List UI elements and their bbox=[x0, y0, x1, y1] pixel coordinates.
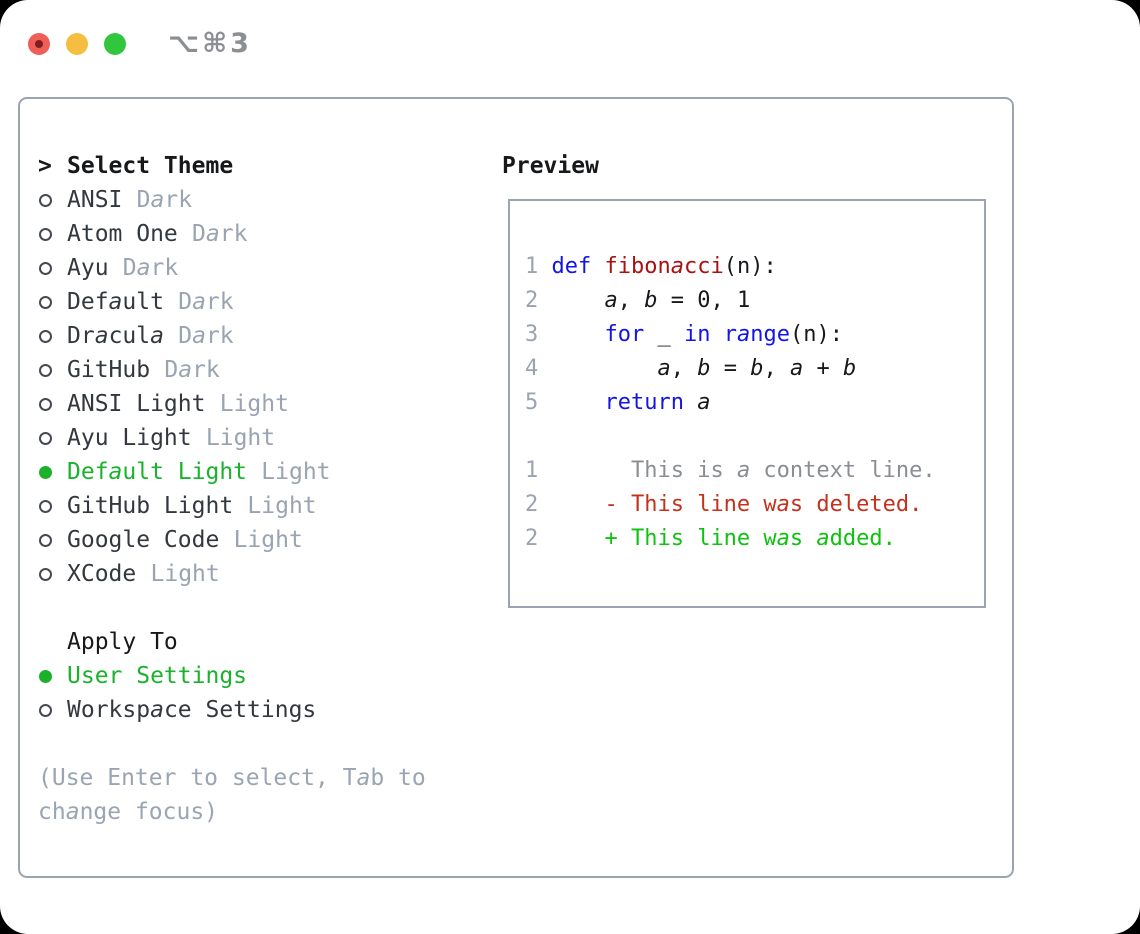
select-theme-title: Select Theme bbox=[67, 153, 234, 179]
theme-option[interactable]: ANSI Dark bbox=[38, 183, 440, 217]
code-line bbox=[525, 420, 984, 454]
line-number: 4 bbox=[525, 356, 552, 381]
theme-option[interactable]: Dracula Dark bbox=[38, 319, 440, 353]
zoom-button[interactable] bbox=[104, 32, 126, 55]
theme-name: Ayu bbox=[67, 255, 109, 281]
theme-name: Atom One bbox=[67, 221, 178, 247]
theme-variant-tag: Dark bbox=[164, 357, 220, 383]
radio-icon bbox=[38, 295, 67, 309]
theme-variant-tag: Light bbox=[233, 527, 303, 553]
theme-variant-tag: Light bbox=[247, 493, 317, 519]
code-line: 2 a, b = 0, 1 bbox=[525, 288, 751, 313]
theme-name: GitHub Light bbox=[67, 493, 234, 519]
apply-to-title: Apply To bbox=[67, 629, 178, 655]
theme-variant-tag: Light bbox=[150, 561, 220, 587]
code-preview: 1 def fibonacci(n): 2 a, b = 0, 1 3 for _ … bbox=[510, 201, 984, 556]
theme-option[interactable]: Ayu Light Light bbox=[38, 421, 440, 455]
theme-variant-tag: Dark bbox=[178, 323, 234, 349]
theme-name: GitHub bbox=[67, 357, 151, 383]
theme-name: Ayu Light bbox=[67, 425, 192, 451]
theme-variant-tag: Light bbox=[205, 425, 276, 451]
radio-icon bbox=[38, 363, 67, 377]
code-line: 4 a, b = b, a + b bbox=[525, 356, 857, 381]
left-column: > Select Theme ANSI Dark Atom One Dark A bbox=[38, 149, 440, 829]
prompt-icon: > bbox=[38, 153, 52, 179]
radio-icon bbox=[38, 465, 67, 479]
close-button[interactable] bbox=[28, 32, 50, 55]
code-line: 5 return a bbox=[525, 390, 711, 415]
theme-name: Google Code bbox=[67, 527, 220, 553]
select-theme-header: > Select Theme bbox=[38, 149, 440, 183]
radio-icon bbox=[38, 431, 67, 445]
line-number: 1 bbox=[525, 458, 552, 483]
radio-icon bbox=[38, 329, 67, 343]
theme-option[interactable]: GitHub Light Light bbox=[38, 489, 440, 523]
theme-variant-tag: Light bbox=[219, 391, 289, 417]
preview-box: 1 def fibonacci(n): 2 a, b = 0, 1 3 for _ … bbox=[508, 199, 986, 608]
apply-to-header: Apply To bbox=[38, 625, 440, 659]
line-number: 2 bbox=[525, 492, 552, 517]
window-title: ⌥⌘3 bbox=[168, 28, 252, 59]
theme-variant-tag: Dark bbox=[122, 255, 179, 281]
code-line: 3 for _ in range(n): bbox=[525, 322, 843, 347]
theme-option[interactable]: ANSI Light Light bbox=[38, 387, 440, 421]
theme-picker-panel: > Select Theme ANSI Dark Atom One Dark A bbox=[18, 97, 1014, 878]
radio-icon bbox=[38, 669, 67, 683]
apply-to-label: User Settings bbox=[67, 663, 248, 689]
theme-variant-tag: Dark bbox=[178, 289, 234, 315]
gap bbox=[38, 727, 440, 761]
theme-name: Default Light bbox=[67, 459, 248, 485]
theme-name: XCode bbox=[67, 561, 137, 587]
theme-option[interactable]: Default Dark bbox=[38, 285, 440, 319]
keyboard-hint: (Use Enter to select, Tab to change focu… bbox=[38, 765, 440, 825]
gap bbox=[38, 591, 440, 625]
radio-icon bbox=[38, 533, 67, 547]
theme-name: Default bbox=[67, 289, 164, 315]
radio-icon bbox=[38, 261, 67, 275]
line-number: 5 bbox=[525, 390, 552, 415]
line-number: 2 bbox=[525, 288, 552, 313]
line-number: 1 bbox=[525, 254, 552, 279]
radio-icon bbox=[38, 499, 67, 513]
code-line: 1 def fibonacci(n): bbox=[525, 254, 777, 279]
theme-name: Dracula bbox=[67, 323, 164, 349]
theme-option[interactable]: XCode Light bbox=[38, 557, 440, 591]
line-number: 2 bbox=[525, 526, 552, 551]
minimize-button[interactable] bbox=[66, 32, 88, 55]
theme-option[interactable]: GitHub Dark bbox=[38, 353, 440, 387]
code-line: 2 + This line was added. bbox=[525, 526, 896, 551]
theme-option[interactable]: Default Light Light bbox=[38, 455, 440, 489]
code-line: 2 - This line was deleted. bbox=[525, 492, 923, 517]
theme-variant-tag: Light bbox=[261, 459, 331, 485]
radio-icon bbox=[38, 193, 67, 207]
apply-to-option[interactable]: User Settings bbox=[38, 659, 440, 693]
theme-variant-tag: Dark bbox=[192, 221, 248, 247]
apply-to-list: User Settings Workspace Settings bbox=[38, 659, 440, 727]
theme-option[interactable]: Atom One Dark bbox=[38, 217, 440, 251]
theme-name: ANSI bbox=[67, 187, 123, 213]
apply-to-option[interactable]: Workspace Settings bbox=[38, 693, 440, 727]
line-number: 3 bbox=[525, 322, 552, 347]
radio-icon bbox=[38, 397, 67, 411]
radio-icon bbox=[38, 227, 67, 241]
apply-to-label: Workspace Settings bbox=[67, 697, 317, 723]
theme-list: ANSI Dark Atom One Dark Ayu Dark Default… bbox=[38, 183, 440, 591]
theme-name: ANSI Light bbox=[67, 391, 206, 417]
preview-title: Preview bbox=[502, 153, 599, 179]
titlebar: ⌥⌘3 bbox=[28, 28, 252, 59]
theme-variant-tag: Dark bbox=[136, 187, 193, 213]
code-line: 1 This is a context line. bbox=[525, 458, 936, 483]
radio-icon bbox=[38, 567, 67, 581]
theme-option[interactable]: Google Code Light bbox=[38, 523, 440, 557]
radio-icon bbox=[38, 703, 67, 717]
theme-option[interactable]: Ayu Dark bbox=[38, 251, 440, 285]
